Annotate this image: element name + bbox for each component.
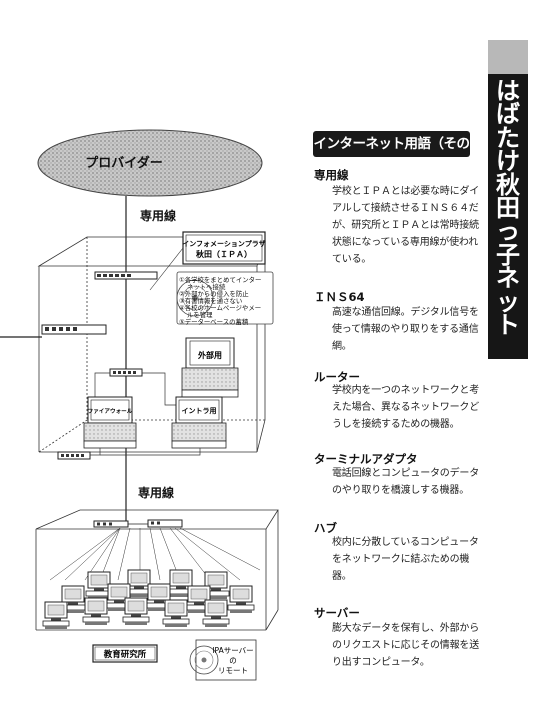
role-line-6: ルを管理: [187, 310, 213, 319]
role-line-1: ①各学校をまとめてインター: [179, 275, 261, 284]
terminal-adapter: [41, 324, 107, 335]
glossary-desc-hub: 校内に分散しているコンピュータをネットワークに結ぶための機器。: [332, 537, 479, 582]
glossary-desc-terminal-adapter: 電話回線とコンピュータのデータのやり取りを橋渡しする機器。: [332, 468, 479, 496]
glossary-desc-server: 膨大なデータを保有し、外部からのリクエストに応じその情報を送り出すコンピュータ。: [332, 623, 479, 668]
server-external: 外部用: [181, 337, 239, 398]
role-line-3: ②外部からの侵入を防止: [179, 289, 249, 298]
glossary-term-router: ルーター: [314, 370, 360, 384]
glossary-header: インターネット用語（その1）: [313, 131, 470, 178]
server-firewall: ファイアウォール: [83, 396, 137, 449]
remote-label-line1: IPAサーバー: [212, 646, 253, 655]
network-diagram: プロバイダー 専用線 インフォメーションプラザ 秋田（ＩＰＡ）: [0, 129, 279, 681]
glossary-desc-ins64: 高速な通信回線。デジタル信号を使って情報のやり取りをする通信網。: [332, 307, 479, 352]
provider-label: プロバイダー: [85, 155, 162, 171]
glossary-desc-router: 学校内を一つのネットワークと考えた場合、異なるネットワークどうしを接続するための…: [332, 385, 479, 430]
role-line-5: ④各校のホームページやメー: [179, 303, 261, 312]
institute-router: [93, 519, 183, 528]
server-intranet-label: イントラ用: [182, 407, 217, 415]
ipa-hub: [109, 368, 143, 377]
role-line-4: ③有害情報を通さない: [179, 296, 242, 305]
dedicated-line-label-top: 専用線: [140, 208, 176, 223]
institute-network-box: [35, 509, 279, 631]
ipa-roles-callout: ①各学校をまとめてインター ネットへ接続 ②外部からの侵入を防止 ③有害情報を通…: [176, 271, 274, 326]
side-tab: [488, 40, 528, 74]
dedicated-line-label-bottom: 専用線: [138, 485, 174, 500]
ipa-name-line2: 秋田（ＩＰＡ）: [195, 249, 252, 259]
server-external-label: 外部用: [198, 350, 222, 360]
remote-callout: IPAサーバー の リモート: [189, 639, 257, 681]
glossary-desc-dedicated-line: 学校とＩＰＡとは必要な時にダイアルして接続させるＩＮＳ６４だが、研究所とＩＰＡと…: [332, 186, 479, 265]
glossary-term-terminal-adapter: ターミナルアダプタ: [314, 452, 418, 466]
institute-pcs: [42, 569, 255, 630]
ipa-router: [94, 271, 158, 280]
ipa-nameplate: インフォメーションプラザ 秋田（ＩＰＡ）: [182, 231, 266, 265]
role-line-2: ネットへ接続: [187, 282, 226, 291]
remote-label-line2: の: [229, 656, 237, 665]
institute-label: 教育研究所: [103, 649, 147, 660]
server-intranet: イントラ用: [171, 396, 227, 449]
side-title-bar: はばたけ秋田っ子ネット: [488, 74, 528, 359]
ipa-name-line1: インフォメーションプラザ: [182, 239, 265, 248]
glossary-term-hub: ハブ: [314, 521, 337, 535]
institute-links: [49, 527, 261, 581]
ipa-hub-2: [57, 451, 91, 460]
role-line-7: ⑤データーベースの蓄積: [179, 317, 249, 326]
glossary-term-server: サーバー: [314, 606, 360, 620]
provider-cloud: [37, 129, 263, 197]
remote-label-line3: リモート: [218, 666, 248, 675]
glossary-term-ins64: ＩＮＳ64: [314, 290, 365, 304]
institute-label-box: 教育研究所: [92, 644, 158, 663]
server-firewall-label: ファイアウォール: [88, 407, 133, 415]
glossary-term-dedicated-line: 専用線: [314, 168, 349, 182]
side-title: はばたけ秋田っ子ネット: [496, 77, 520, 340]
